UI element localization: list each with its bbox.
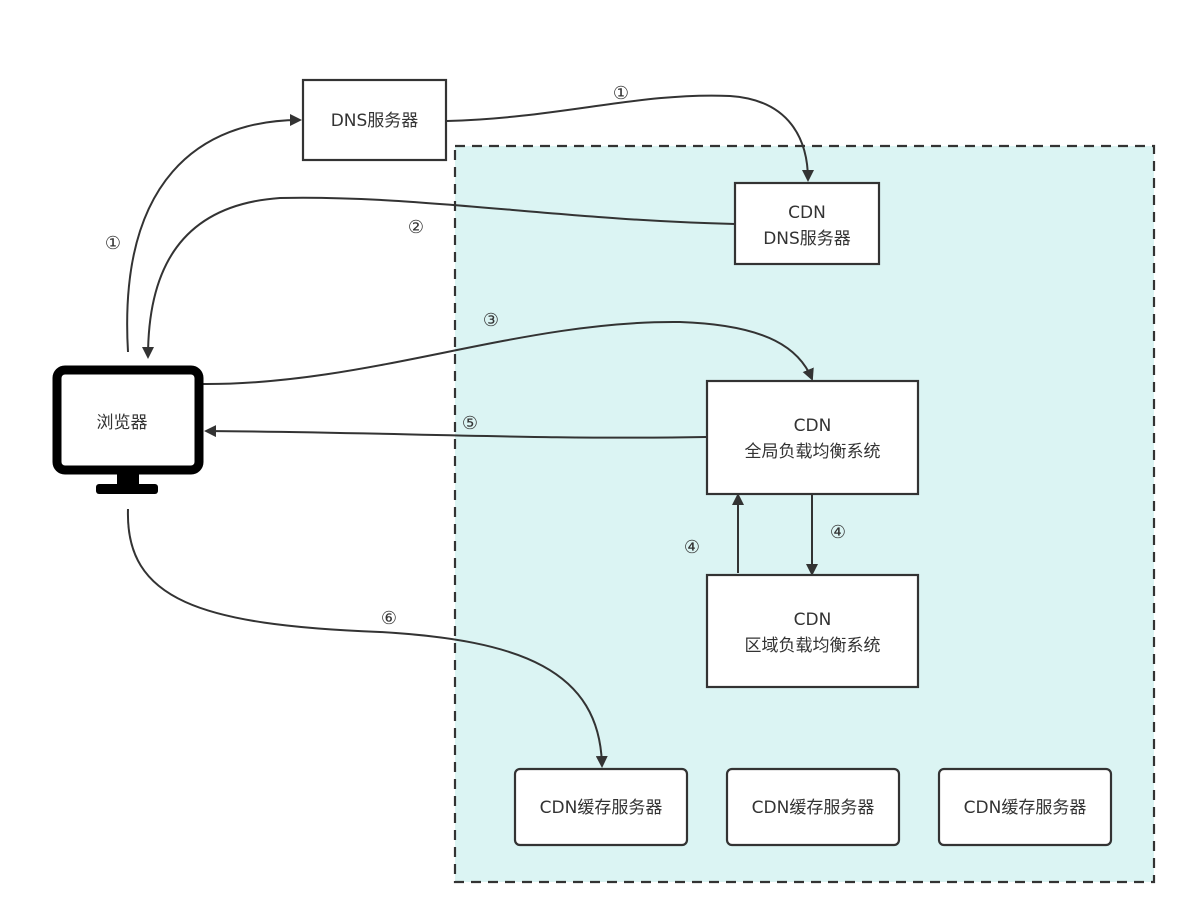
- cache-server-label: CDN缓存服务器: [964, 798, 1087, 818]
- cache-server-node-2: CDN缓存服务器: [725, 767, 901, 847]
- dns-server-label: DNS服务器: [331, 111, 419, 131]
- cache-server-label: CDN缓存服务器: [752, 798, 875, 818]
- region-lb-label-line1: CDN: [794, 610, 832, 630]
- browser-label: 浏览器: [97, 413, 148, 433]
- region-lb-label-line2: 区域负载均衡系统: [745, 636, 881, 656]
- edge-browser-to-global-lb: [202, 320, 814, 386]
- step-label: ①: [613, 83, 629, 104]
- step-label: ⑤: [462, 413, 478, 434]
- monitor-base: [96, 484, 158, 494]
- edge-browser-to-cache: [126, 508, 608, 768]
- cdn-dns-label-line2: DNS服务器: [763, 229, 851, 249]
- region-load-balancer-node: CDN 区域负载均衡系统: [705, 573, 920, 689]
- cdn-dns-label-line1: CDN: [788, 203, 826, 223]
- edge-browser-to-dns: [126, 114, 302, 353]
- monitor-screen: [52, 365, 204, 475]
- cache-server-node-3: CDN缓存服务器: [937, 767, 1113, 847]
- edge-global-lb-to-browser: [204, 425, 707, 439]
- monitor-neck: [117, 474, 139, 486]
- browser-monitor: 浏览器: [52, 365, 204, 494]
- cdn-region: [453, 144, 1156, 884]
- step-label: ④: [830, 522, 846, 543]
- edge-cdn-dns-to-browser: [142, 196, 736, 359]
- step-label: ⑥: [381, 608, 397, 629]
- cdn-dns-server-node: CDN DNS服务器: [733, 181, 881, 266]
- global-load-balancer-node: CDN 全局负载均衡系统: [705, 379, 920, 496]
- cache-server-node-1: CDN缓存服务器: [513, 767, 689, 847]
- step-label: ④: [684, 537, 700, 558]
- cache-server-label: CDN缓存服务器: [540, 798, 663, 818]
- step-label: ③: [483, 310, 499, 331]
- edge-dns-to-cdn-dns: [446, 94, 814, 182]
- global-lb-label-line2: 全局负载均衡系统: [745, 442, 881, 462]
- step-label: ①: [105, 233, 121, 254]
- step-label: ②: [408, 217, 424, 238]
- global-lb-label-line1: CDN: [794, 416, 832, 436]
- dns-server-node: DNS服务器: [301, 78, 448, 162]
